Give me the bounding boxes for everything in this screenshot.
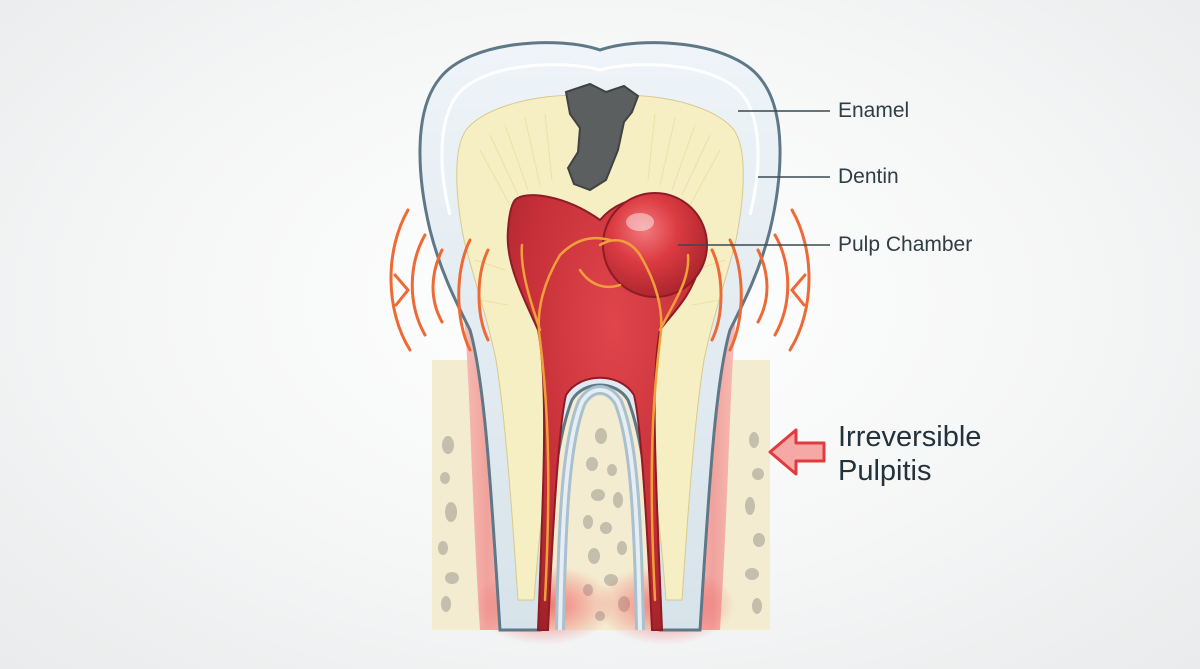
- label-enamel: Enamel: [838, 99, 910, 122]
- label-dentin: Dentin: [838, 165, 899, 188]
- label-condition-line2: Pulpitis: [838, 455, 932, 487]
- dentin-tubules: [474, 113, 726, 306]
- leader-lines: [678, 110, 830, 246]
- label-condition-line1: Irreversible: [838, 421, 982, 453]
- decay-cavity: [564, 82, 640, 192]
- condition-arrow: [768, 428, 826, 476]
- root-canal-wall: [555, 385, 645, 631]
- bone-pores: [438, 428, 765, 621]
- label-pulp-chamber: Pulp Chamber: [838, 233, 973, 256]
- pain-waves-right: [710, 208, 811, 352]
- inflamed-pulp-bulge: [602, 192, 708, 298]
- pulp-nerves: [520, 236, 690, 602]
- pain-waves-left: [389, 208, 490, 352]
- enamel-highlight: [440, 63, 760, 216]
